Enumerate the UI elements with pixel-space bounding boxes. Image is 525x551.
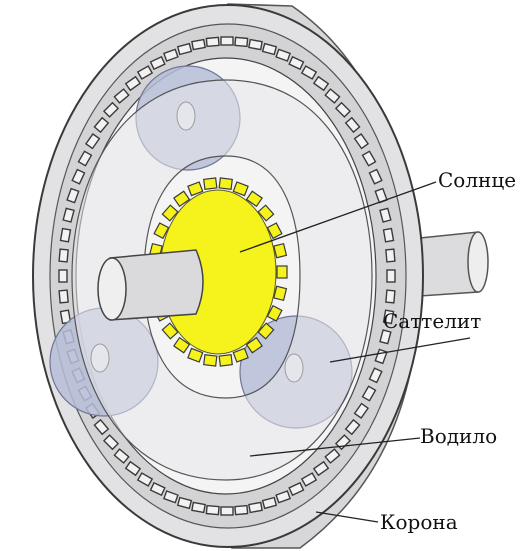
label-carrier: Водило (420, 424, 497, 448)
ring-tooth (386, 290, 395, 303)
ring-tooth (387, 270, 395, 282)
ring-tooth (192, 502, 205, 512)
sun-tooth (277, 266, 287, 278)
ring-tooth (249, 502, 262, 512)
ring-tooth (386, 249, 395, 262)
ring-tooth (59, 270, 67, 282)
sun-tooth (204, 178, 217, 189)
ring-tooth (192, 40, 205, 50)
sun-tooth (204, 355, 217, 366)
ring-tooth (221, 507, 233, 515)
ring-tooth (59, 249, 68, 262)
ring-tooth (206, 506, 219, 515)
ring-tooth (235, 37, 248, 46)
input-shaft (98, 250, 203, 320)
ring-tooth (59, 290, 68, 303)
ring-tooth (206, 37, 219, 46)
sun-tooth (274, 244, 287, 258)
label-sun: Солнце (438, 168, 516, 192)
output-shaft (420, 232, 488, 296)
sun-tooth (219, 178, 232, 189)
ring-tooth (221, 37, 233, 45)
sun-tooth (219, 355, 232, 366)
label-planet: Саттелит (383, 309, 481, 333)
sun-tooth (274, 286, 287, 300)
label-ring: Корона (380, 510, 458, 534)
ring-tooth (235, 506, 248, 515)
ring-tooth (61, 229, 71, 242)
ring-tooth (384, 229, 394, 242)
ring-tooth (249, 40, 262, 50)
